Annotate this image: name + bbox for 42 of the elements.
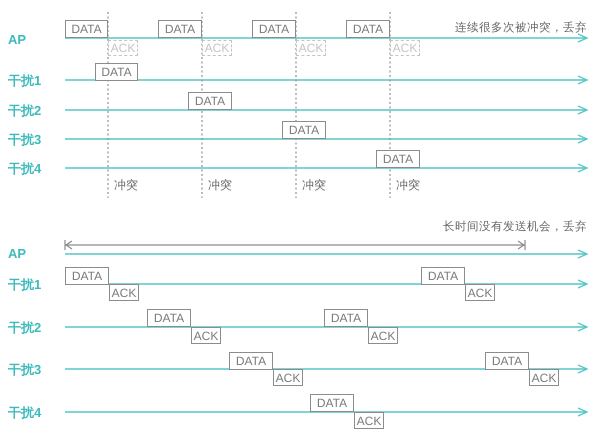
ack-frame-box: ACK [109,284,139,301]
lane-label: 干扰1 [8,74,42,86]
ack-frame-box: ACK [465,284,495,301]
lane-label: 干扰1 [8,278,42,290]
data-frame-box: DATA [65,20,108,38]
lane-label: 干扰4 [8,162,42,174]
collision-label: 冲突 [302,179,326,191]
note-text: 连续很多次被冲突，丢弃 [455,23,587,34]
data-frame-box: DATA [229,352,273,370]
note-text: 长时间没有发送机会，丢弃 [443,222,587,234]
data-frame-box: DATA [147,309,191,327]
lane-label: AP [8,32,26,46]
data-frame-box: DATA [95,63,138,81]
data-frame-box: DATA [485,352,529,370]
ack-frame-box: ACK [368,327,398,344]
dashed-ack-box: ACK [108,40,138,56]
collision-label: 冲突 [208,179,232,191]
lane-label: 干扰2 [8,320,42,334]
data-frame-box: DATA [65,267,109,285]
data-frame-box: DATA [421,267,465,285]
ack-frame-box: ACK [273,369,303,386]
collision-label: 冲突 [114,179,138,191]
data-frame-box: DATA [346,20,390,38]
data-frame-box: DATA [282,121,326,139]
collision-label: 冲突 [396,179,420,191]
data-frame-box: DATA [310,394,354,412]
lane-label: AP [8,246,26,260]
lane-label: 干扰3 [8,362,42,376]
data-frame-box: DATA [188,92,232,110]
dashed-ack-box: ACK [390,40,420,56]
dashed-ack-box: ACK [202,40,232,56]
data-frame-box: DATA [376,150,420,168]
lane-label: 干扰4 [8,406,42,418]
lane-label: 干扰3 [8,132,42,146]
dashed-ack-box: ACK [296,40,326,56]
data-frame-box: DATA [252,20,296,38]
ack-frame-box: ACK [529,369,559,386]
data-frame-box: DATA [324,309,368,327]
ack-frame-box: ACK [191,327,221,344]
lane-label: 干扰2 [8,104,42,116]
data-frame-box: DATA [158,20,202,38]
ack-frame-box: ACK [354,412,384,429]
